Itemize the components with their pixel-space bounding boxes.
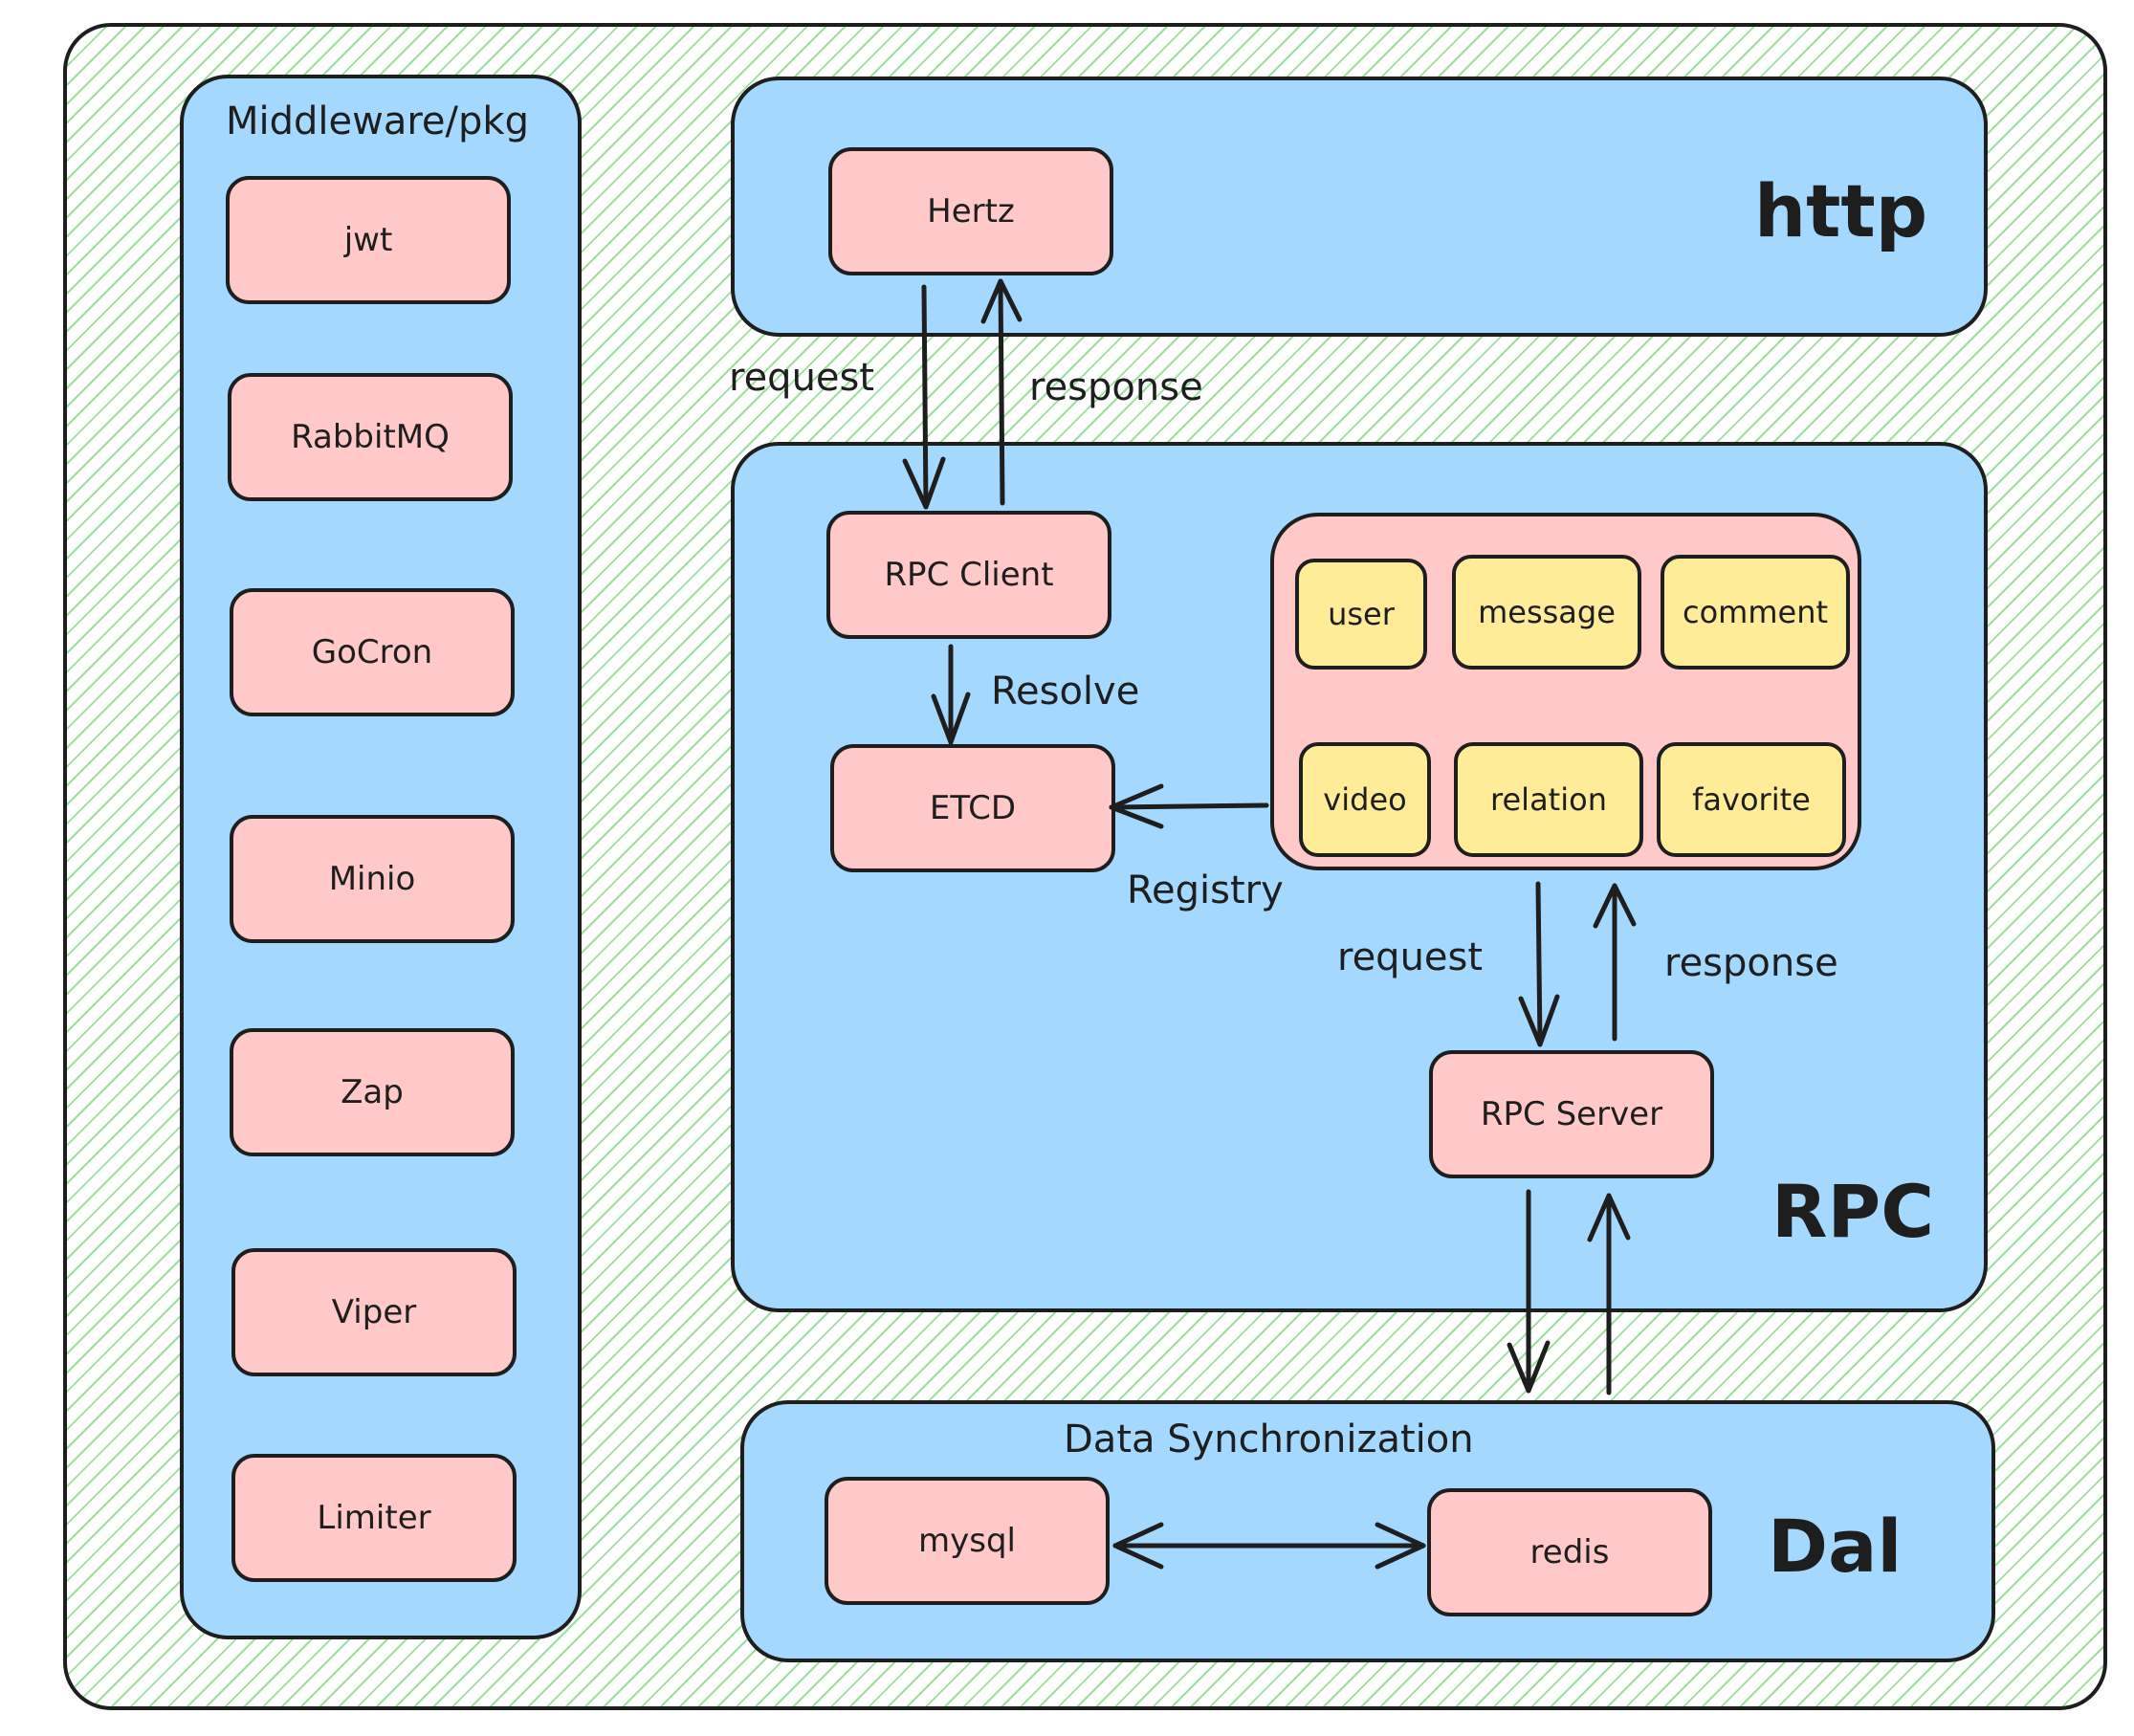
http-response-label: response (1029, 365, 1203, 409)
middleware-item-gocron: GoCron (230, 588, 515, 716)
data-sync-label: Data Synchronization (1064, 1417, 1474, 1461)
service-video: video (1299, 742, 1431, 857)
arrow-http-response (998, 278, 1005, 506)
registry-label: Registry (1127, 868, 1284, 912)
mysql-box: mysql (825, 1477, 1110, 1605)
service-favorite: favorite (1657, 742, 1846, 857)
middleware-title: Middleware/pkg (226, 99, 529, 143)
arrow-http-request (921, 284, 929, 510)
service-relation: relation (1454, 742, 1643, 857)
rpc-title: RPC (1771, 1169, 1934, 1254)
middleware-item-minio: Minio (230, 815, 515, 943)
service-message: message (1452, 555, 1641, 670)
dal-title: Dal (1768, 1504, 1903, 1589)
rpc-response-label: response (1664, 941, 1838, 985)
arrow-registry (1109, 802, 1269, 810)
middleware-item-jwt: jwt (226, 176, 511, 304)
http-request-label: request (729, 356, 875, 400)
service-comment: comment (1661, 555, 1850, 670)
rpc-request-label: request (1337, 935, 1484, 979)
arrow-rpc-request (1535, 881, 1543, 1047)
middleware-item-limiter: Limiter (231, 1454, 517, 1582)
etcd-box: ETCD (830, 744, 1115, 872)
middleware-item-viper: Viper (231, 1248, 517, 1376)
middleware-item-zap: Zap (230, 1028, 515, 1156)
hertz-box: Hertz (828, 147, 1113, 275)
rpc-client-box: RPC Client (826, 511, 1111, 639)
middleware-item-rabbitmq: RabbitMQ (228, 373, 513, 501)
redis-box: redis (1427, 1488, 1712, 1616)
service-user: user (1295, 559, 1427, 670)
http-title: http (1754, 168, 1928, 253)
resolve-label: Resolve (991, 670, 1140, 714)
rpc-server-box: RPC Server (1429, 1050, 1714, 1178)
